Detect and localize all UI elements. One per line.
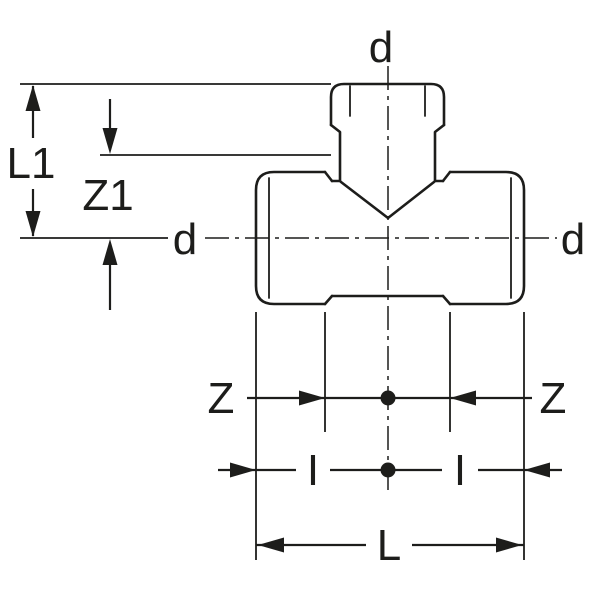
- I-right-label: I: [454, 446, 466, 495]
- d-left-label: d: [173, 215, 197, 264]
- pipe-body-edges: [330, 179, 445, 298]
- branch-crotch-lines: [339, 180, 436, 220]
- left-collar-outline: [254, 170, 327, 306]
- dimension-I-row: I I: [218, 446, 562, 495]
- right-collar-outline: [448, 170, 526, 306]
- L1-arrow-up-icon: [25, 85, 41, 111]
- right-collar-step: [441, 170, 452, 306]
- Z1-arrow-up-icon: [102, 239, 118, 265]
- Z1-arrow-down-icon: [102, 128, 118, 154]
- top-branch-walls: [329, 123, 446, 183]
- L-label: L: [377, 521, 401, 570]
- Z-center-point: [380, 390, 396, 406]
- L-right-arrow-icon: [496, 537, 522, 553]
- I-left-label: I: [307, 446, 319, 495]
- tee-fitting-outline: [254, 82, 526, 306]
- extension-lines: [20, 83, 525, 560]
- Z-left-label: Z: [208, 374, 235, 423]
- L1-arrow-down-icon: [25, 211, 41, 237]
- I-left-arrow-icon: [230, 462, 256, 478]
- top-collar-outline: [329, 82, 446, 127]
- L-left-arrow-icon: [258, 537, 284, 553]
- left-collar-step: [323, 170, 334, 306]
- I-center-point: [380, 462, 396, 478]
- L1-label: L1: [7, 139, 56, 188]
- Z-left-arrow-icon: [299, 390, 325, 406]
- dimension-Z-row: Z Z: [208, 374, 567, 423]
- diameter-labels: d d d: [173, 23, 585, 264]
- dimension-L1: L1: [7, 85, 56, 237]
- dimension-Z1: Z1: [82, 99, 134, 310]
- I-right-arrow-icon: [524, 462, 550, 478]
- Z-right-label: Z: [540, 374, 567, 423]
- d-top-label: d: [369, 23, 393, 72]
- centerlines: [205, 66, 557, 494]
- Z-right-arrow-icon: [450, 390, 476, 406]
- Z1-label: Z1: [82, 171, 133, 220]
- dimension-L-row: L: [256, 521, 524, 570]
- d-right-label: d: [561, 215, 585, 264]
